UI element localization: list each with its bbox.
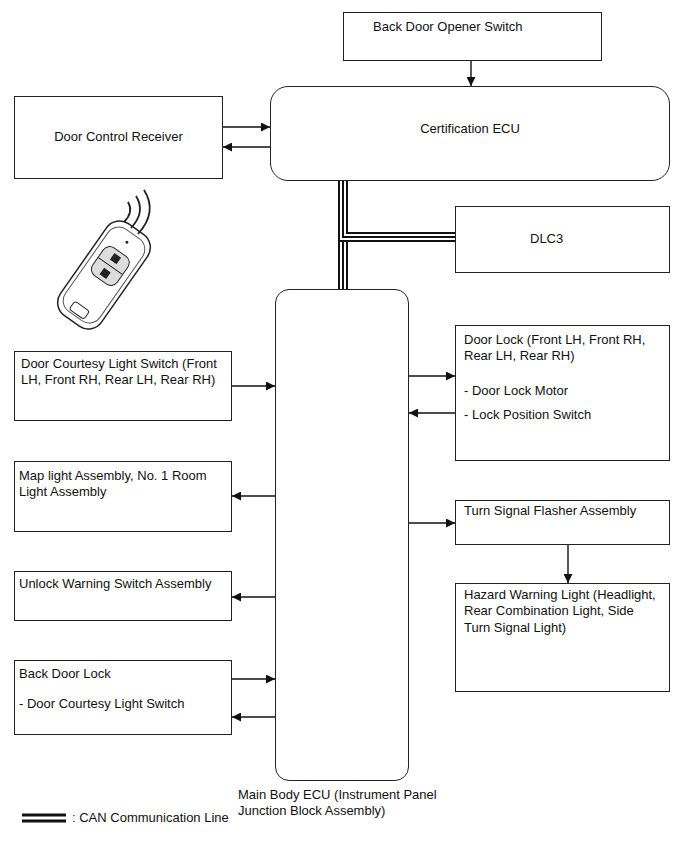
node-title: Turn Signal Flasher Assembly bbox=[464, 503, 661, 519]
ecu-box: Certification ECU bbox=[270, 86, 670, 181]
node-title: Door Control Receiver bbox=[54, 129, 183, 145]
node-title: Hazard Warning Light (Headlight, Rear Co… bbox=[464, 587, 661, 636]
signal-arrow bbox=[232, 679, 275, 680]
legend-text: : CAN Communication Line bbox=[72, 810, 229, 825]
switch-box: Back Door Opener Switch bbox=[343, 12, 602, 61]
node-title: Unlock Warning Switch Assembly bbox=[19, 576, 227, 592]
node-title: Certification ECU bbox=[420, 121, 520, 137]
signal-arrow bbox=[232, 386, 275, 387]
connector-box: DLC3 bbox=[455, 206, 670, 273]
signal-arrow bbox=[232, 597, 275, 598]
node-title: Back Door Lock bbox=[19, 666, 227, 682]
flasher-box: Turn Signal Flasher Assembly bbox=[455, 500, 670, 545]
receiver-box: Door Control Receiver bbox=[14, 96, 223, 179]
light-box: Map light Assembly, No. 1 Room Light Ass… bbox=[14, 461, 232, 532]
can-line bbox=[343, 181, 455, 237]
node-title: Main Body ECU (Instrument Panel Junction… bbox=[238, 787, 453, 820]
signal-arrow bbox=[409, 376, 455, 377]
signal-arrow bbox=[568, 545, 569, 583]
switch-box: Door Courtesy Light Switch (Front LH, Fr… bbox=[14, 351, 232, 421]
node-detail: - Lock Position Switch bbox=[464, 407, 661, 423]
lock-box: Back Door Lock - Door Courtesy Light Swit… bbox=[14, 660, 232, 735]
signal-arrow bbox=[223, 127, 270, 128]
node-title: Map light Assembly, No. 1 Room Light Ass… bbox=[19, 468, 227, 501]
signal-arrow bbox=[409, 523, 455, 524]
key-fob bbox=[51, 215, 156, 335]
node-title: Back Door Opener Switch bbox=[373, 19, 593, 35]
node-title: DLC3 bbox=[530, 231, 661, 247]
radio-waves bbox=[124, 190, 150, 234]
light-box: Hazard Warning Light (Headlight, Rear Co… bbox=[455, 583, 670, 692]
legend-swatch bbox=[20, 811, 68, 825]
actuator-box: Door Lock (Front LH, Front RH, Rear LH, … bbox=[455, 325, 670, 461]
legend-row: : CAN Communication Line bbox=[20, 810, 229, 825]
node-title: Door Lock (Front LH, Front RH, Rear LH, … bbox=[464, 332, 661, 365]
ecu-box: Main Body ECU (Instrument Panel Junction… bbox=[275, 289, 409, 781]
node-title: Door Courtesy Light Switch (Front LH, Fr… bbox=[21, 356, 225, 389]
switch-box: Unlock Warning Switch Assembly bbox=[14, 571, 232, 621]
signal-arrow bbox=[232, 717, 275, 718]
node-detail: - Door Lock Motor bbox=[464, 383, 661, 399]
signal-arrow bbox=[409, 413, 455, 414]
node-detail: - Door Courtesy Light Switch bbox=[19, 696, 227, 712]
signal-arrow bbox=[223, 147, 270, 148]
signal-arrow bbox=[232, 496, 275, 497]
signal-arrow bbox=[471, 61, 472, 86]
